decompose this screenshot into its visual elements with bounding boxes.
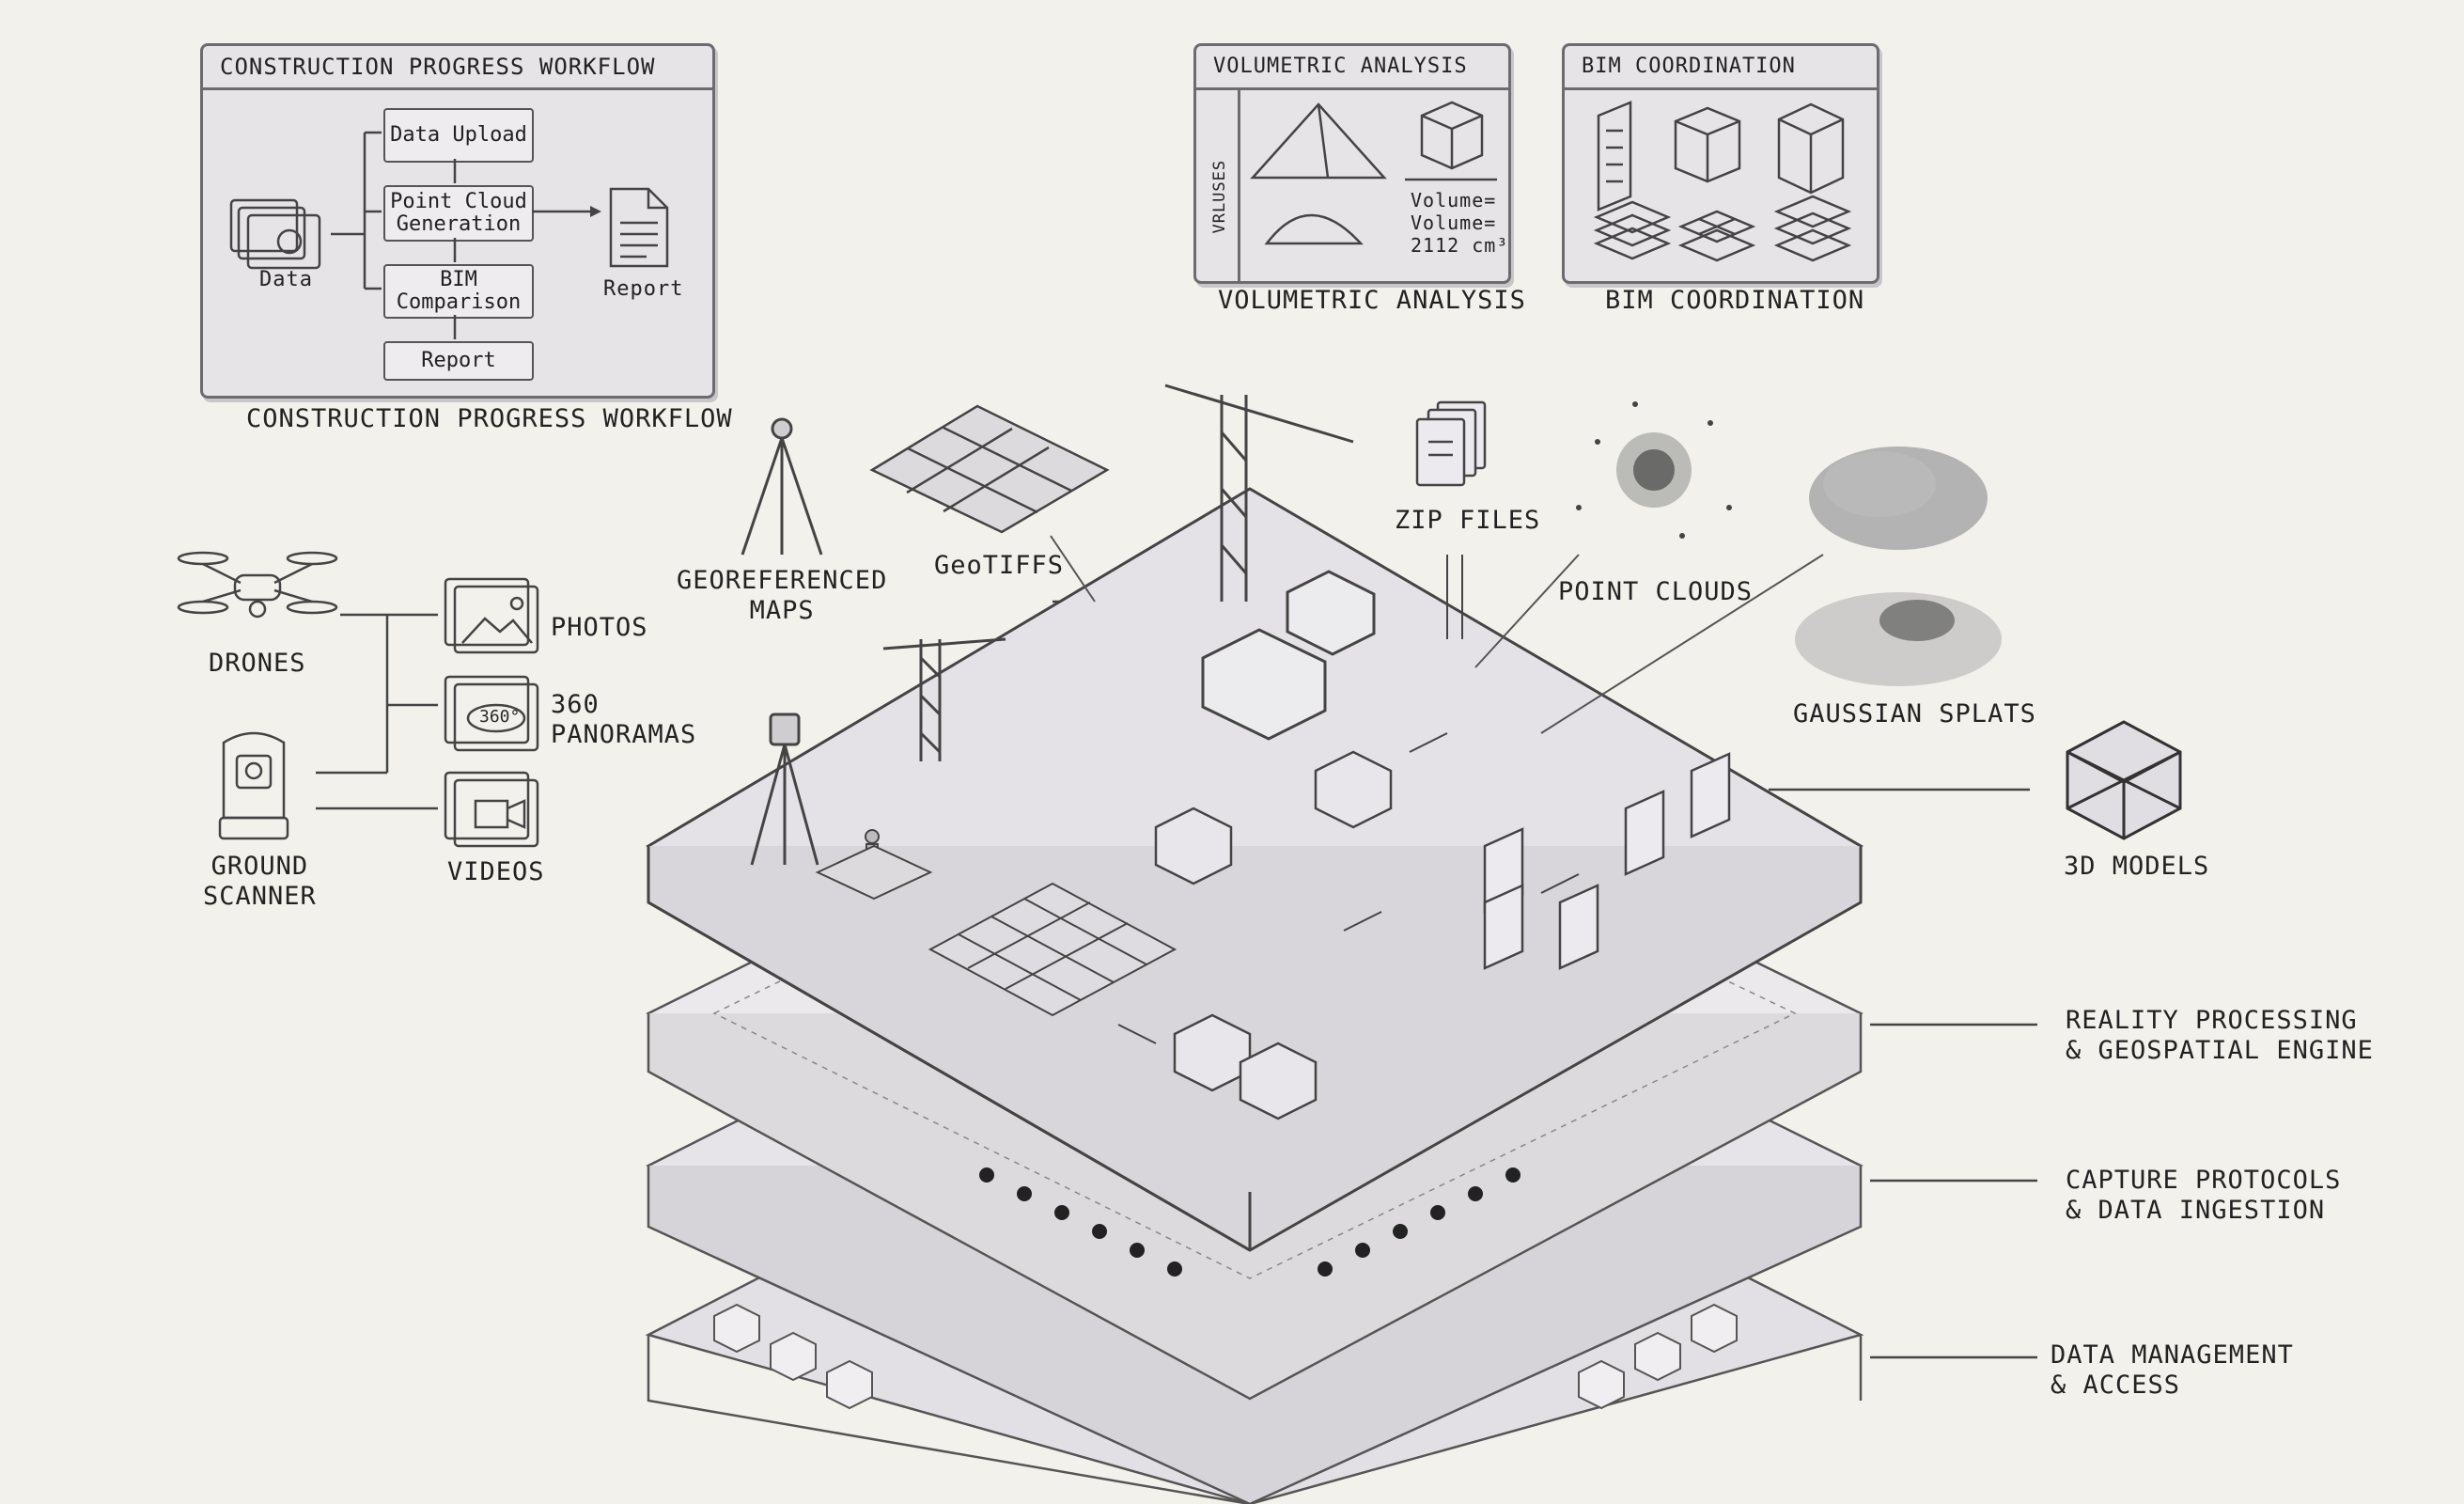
- gaussian-splat-cloud-icon: [1809, 446, 1988, 550]
- point-clouds-label: POINT CLOUDS: [1558, 577, 1754, 606]
- bim-icons: [1593, 101, 1852, 262]
- layer-label-data-management: DATA MANAGEMENT & ACCESS: [2051, 1340, 2294, 1401]
- videos-icon: [442, 769, 539, 850]
- site-crane-left: [882, 637, 1006, 761]
- building-frame: [1201, 570, 1376, 741]
- workflow-report-label: Report: [603, 277, 684, 301]
- tower-icon: [1777, 102, 1845, 195]
- geotiffs-tile-icon: [869, 404, 1110, 534]
- georeferenced-maps-tripod-icon: [741, 417, 823, 556]
- gaussian-splat-dots-icon: [1795, 592, 2002, 686]
- drones-label: DRONES: [209, 649, 306, 678]
- layer-label-reality-processing: REALITY PROCESSING & GEOSPATIAL ENGINE: [2066, 1006, 2374, 1066]
- building-facade-icon: [1597, 101, 1632, 212]
- volume-cube-icon: [1420, 101, 1484, 170]
- mesh-stack-icon: [1773, 195, 1852, 262]
- 3d-model-cube-icon: [2066, 720, 2182, 840]
- survey-tripod-icon: [750, 713, 819, 866]
- drone-icon: [175, 541, 340, 635]
- site-crane-right: [1164, 384, 1354, 602]
- bim-caption: BIM COORDINATION: [1605, 286, 1865, 315]
- layer-label-capture-protocols: CAPTURE PROTOCOLS & DATA INGESTION: [2066, 1166, 2342, 1226]
- geotiffs-label: GeoTIFFS: [934, 551, 1065, 580]
- panorama-360-badge: 360°: [479, 707, 521, 727]
- 3d-models-label: 3D MODELS: [2064, 852, 2210, 881]
- building-block-icon: [1674, 106, 1741, 183]
- person-figure: [815, 829, 933, 901]
- image-stack-icons: [1483, 752, 1731, 970]
- workflow-panel-title: CONSTRUCTION PROGRESS WORKFLOW: [203, 46, 712, 90]
- processing-arrows: [1117, 732, 1580, 1044]
- volumetric-side-strip: [1196, 87, 1240, 281]
- volumetric-shapes: [1250, 101, 1497, 245]
- workflow-data-label: Data: [259, 268, 313, 291]
- bim-panel: BIM COORDINATION: [1562, 43, 1879, 284]
- workflow-step-report: Report: [383, 341, 534, 381]
- workstation-cluster: [1154, 750, 1393, 1120]
- georeferenced-map-tile: [928, 882, 1177, 1017]
- volumetric-panel: VOLUMETRIC ANALYSIS VRLUSES Volume= Volu…: [1193, 43, 1511, 284]
- zip-files-label: ZIP FILES: [1395, 506, 1541, 535]
- panorama-360-icon: 360°: [442, 673, 539, 754]
- workflow-step-point-cloud: Point Cloud Generation: [383, 185, 534, 242]
- volumetric-panel-title: VOLUMETRIC ANALYSIS: [1196, 46, 1508, 90]
- gaussian-splats-label: GAUSSIAN SPLATS: [1793, 699, 2036, 728]
- workflow-connectors: [331, 131, 601, 339]
- data-folder-icon: [226, 196, 329, 272]
- georeferenced-maps-label: GEOREFERENCED MAPS: [677, 566, 888, 626]
- ground-scanner-label: GROUND SCANNER: [203, 852, 317, 912]
- panoramas-label: 360 PANORAMAS: [551, 690, 697, 750]
- photos-label: PHOTOS: [551, 613, 648, 642]
- ground-scanner-icon: [214, 724, 293, 846]
- report-document-icon: [605, 185, 671, 270]
- ingestion-dot-pattern: [979, 1167, 1521, 1277]
- storage-cube-pattern: [713, 1303, 1738, 1410]
- bim-panel-title: BIM COORDINATION: [1565, 46, 1877, 90]
- workflow-step-data-upload: Data Upload: [383, 108, 534, 163]
- workflow-step-bim-comparison: BIM Comparison: [383, 264, 534, 319]
- workflow-caption: CONSTRUCTION PROGRESS WORKFLOW: [246, 404, 733, 433]
- workflow-panel: CONSTRUCTION PROGRESS WORKFLOW Data Data…: [200, 43, 715, 399]
- grid-stack-icon: [1677, 210, 1756, 262]
- photos-icon: [442, 575, 539, 656]
- layers-stack-icon: [1593, 200, 1672, 260]
- point-cloud-icon: [1576, 401, 1732, 539]
- videos-label: VIDEOS: [447, 857, 545, 886]
- volumetric-caption: VOLUMETRIC ANALYSIS: [1218, 286, 1526, 315]
- volumetric-readout: Volume= Volume= 2112 cm³: [1411, 189, 1509, 257]
- zip-files-icon: [1415, 400, 1487, 487]
